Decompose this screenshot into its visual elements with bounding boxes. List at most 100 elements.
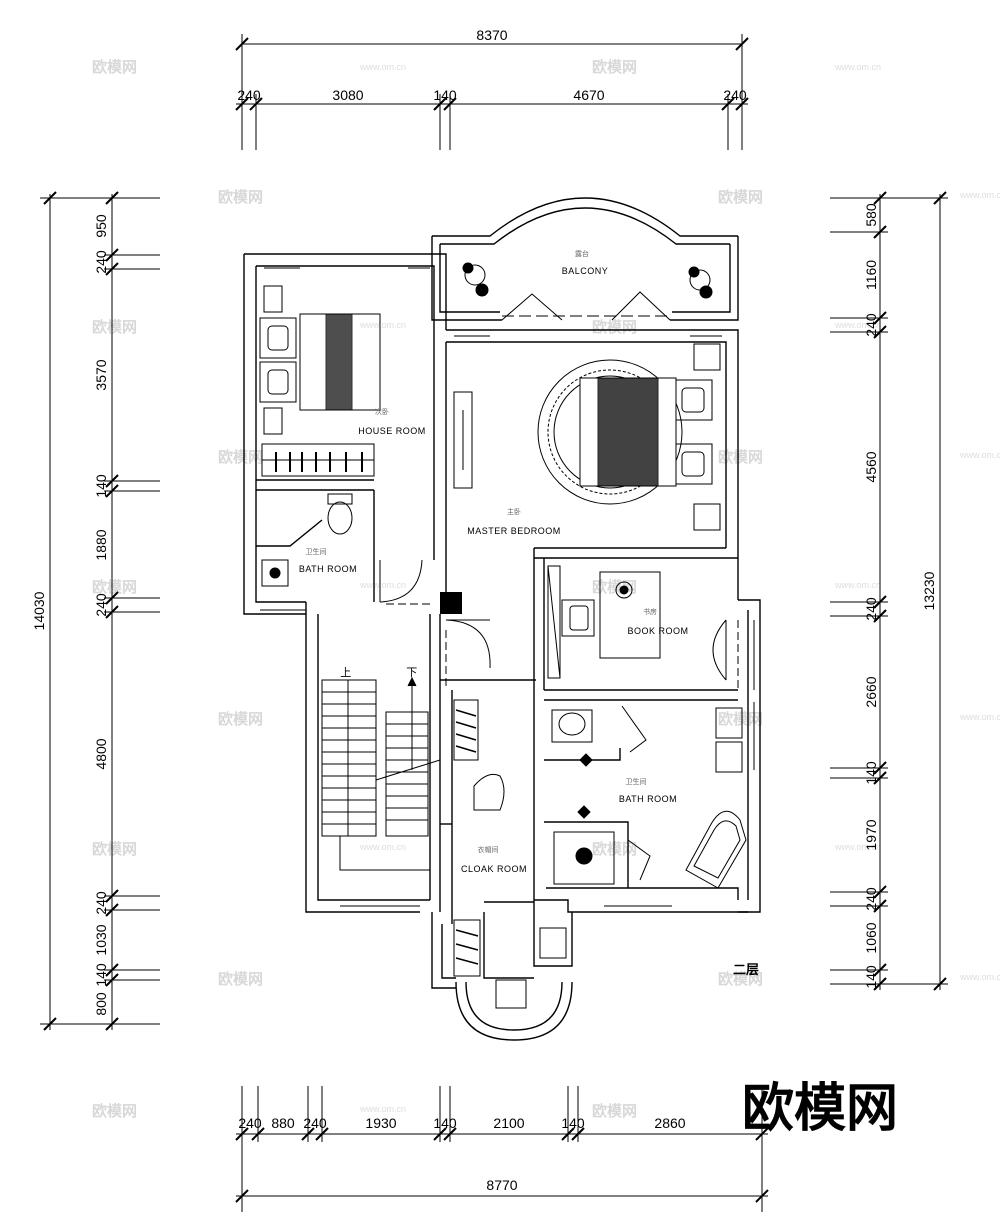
dim-right-seg: 1970 [863, 819, 879, 850]
dim-right-seg: 240 [863, 313, 879, 337]
dim-left-seg: 1030 [93, 924, 109, 955]
dim-top-seg: 3080 [332, 87, 363, 103]
dim-bottom-seg: 140 [561, 1115, 585, 1131]
windows [260, 267, 755, 907]
dim-top-seg: 240 [723, 87, 747, 103]
dim-right-seg: 1060 [863, 922, 879, 953]
watermark-layer: 欧模网 www.om.cn 欧模网 www.om.cn 欧模网 欧模网 www.… [92, 58, 1000, 1120]
stair-down-label: 下 [406, 667, 418, 679]
watermark: 欧模网 [218, 188, 263, 206]
dim-left-seg: 3570 [93, 359, 109, 390]
watermark: 欧模网 [592, 318, 637, 336]
dim-right-seg: 140 [863, 965, 879, 989]
watermark: 欧模网 [218, 448, 263, 466]
plant-icon [688, 266, 713, 299]
book-room-label: BOOK ROOM [627, 626, 688, 636]
cloak-room-label: CLOAK ROOM [461, 864, 527, 874]
floor-label: 二层 [733, 962, 759, 977]
furniture [259, 262, 747, 1009]
watermark: 欧模网 [218, 970, 263, 988]
column [440, 592, 462, 614]
sink [715, 741, 743, 773]
dim-bottom-seg: 240 [303, 1115, 327, 1131]
dimension-lines [40, 34, 948, 1212]
dim-right-seg: 140 [863, 761, 879, 785]
chair [539, 927, 567, 959]
watermark: 欧模网 [718, 970, 763, 988]
watermark: 欧模网 [718, 448, 763, 466]
dim-left-seg: 800 [93, 992, 109, 1016]
dim-left-seg: 1880 [93, 529, 109, 560]
shower [553, 831, 615, 885]
chair [495, 979, 527, 1009]
wardrobe [453, 919, 481, 977]
watermark: 欧模网 [92, 58, 137, 76]
watermark-url: www.om.cn [834, 62, 881, 72]
cloak-room-label-cn: 衣帽间 [478, 845, 499, 854]
watermark-url: www.om.cn [959, 972, 1000, 982]
watermark: 欧模网 [92, 318, 137, 336]
nightstand [693, 343, 721, 371]
dim-left-seg: 140 [93, 963, 109, 987]
watermark-url: www.om.cn [834, 580, 881, 590]
watermark: 欧模网 [592, 840, 637, 858]
stool [473, 773, 505, 811]
watermark: 欧模网 [92, 578, 137, 596]
dim-top-total: 8370 [476, 27, 507, 43]
watermark: 欧模网 [718, 710, 763, 728]
watermark: 欧模网 [218, 710, 263, 728]
dim-right-seg: 4560 [863, 451, 879, 482]
dim-left-total-wrap: 14030 [31, 591, 47, 630]
tv-cabinet [453, 391, 473, 489]
dim-right-seg: 240 [863, 887, 879, 911]
sink [715, 707, 743, 739]
doors [373, 291, 739, 870]
toilet [551, 709, 593, 743]
toilet [327, 501, 353, 535]
round-bed [537, 359, 683, 505]
watermark: 欧模网 [592, 578, 637, 596]
master-bedroom-label-cn: 主卧 [507, 507, 521, 516]
dim-top-seg: 140 [433, 87, 457, 103]
dim-bottom-total: 8770 [486, 1177, 517, 1193]
dim-bottom-seg: 240 [238, 1115, 262, 1131]
logo: 欧模网 [742, 1080, 898, 1138]
bath-room-small-label-cn: 卫生间 [306, 547, 327, 556]
watermark-url: www.om.cn [959, 712, 1000, 722]
watermark: 欧模网 [92, 1102, 137, 1120]
dim-top-seg: 4670 [573, 87, 604, 103]
bathtub [685, 810, 747, 889]
dim-left-seg: 950 [93, 214, 109, 238]
nightstand [263, 285, 283, 313]
desk [599, 571, 661, 659]
master-bedroom-label: MASTER BEDROOM [467, 526, 561, 536]
bath-room-large-label-cn: 卫生间 [626, 777, 647, 786]
house-room-label: HOUSE ROOM [358, 426, 426, 436]
watermark-url: www.om.cn [359, 62, 406, 72]
book-room-label-cn: 书房 [643, 607, 657, 616]
dim-bottom-seg: 2860 [654, 1115, 685, 1131]
dimension-texts: 8370 240 3080 140 4670 240 240 880 240 1… [31, 27, 937, 1193]
bookshelf [547, 565, 561, 679]
watermark-url: www.om.cn [359, 842, 406, 852]
nightstand [263, 407, 283, 435]
watermark: 欧模网 [592, 58, 637, 76]
plant-icon [462, 262, 489, 297]
watermark-url: www.om.cn [959, 450, 1000, 460]
nightstand [693, 503, 721, 531]
dim-right-seg: 1160 [863, 260, 879, 290]
house-room-label-cn: 次卧 [375, 407, 389, 416]
dim-right-total: 13230 [921, 571, 937, 610]
dim-left-seg: 240 [93, 250, 109, 274]
chair [561, 599, 595, 637]
dim-left-seg: 4800 [93, 738, 109, 769]
dim-bottom-seg: 1930 [365, 1115, 396, 1131]
watermark-url: www.om.cn [959, 190, 1000, 200]
sink [261, 559, 289, 587]
bath-room-large-label: BATH ROOM [619, 794, 677, 804]
wardrobe [453, 699, 479, 761]
watermark-url: www.om.cn [359, 580, 406, 590]
dim-right-seg: 2660 [863, 676, 879, 707]
watermark-url: www.om.cn [359, 1104, 406, 1114]
